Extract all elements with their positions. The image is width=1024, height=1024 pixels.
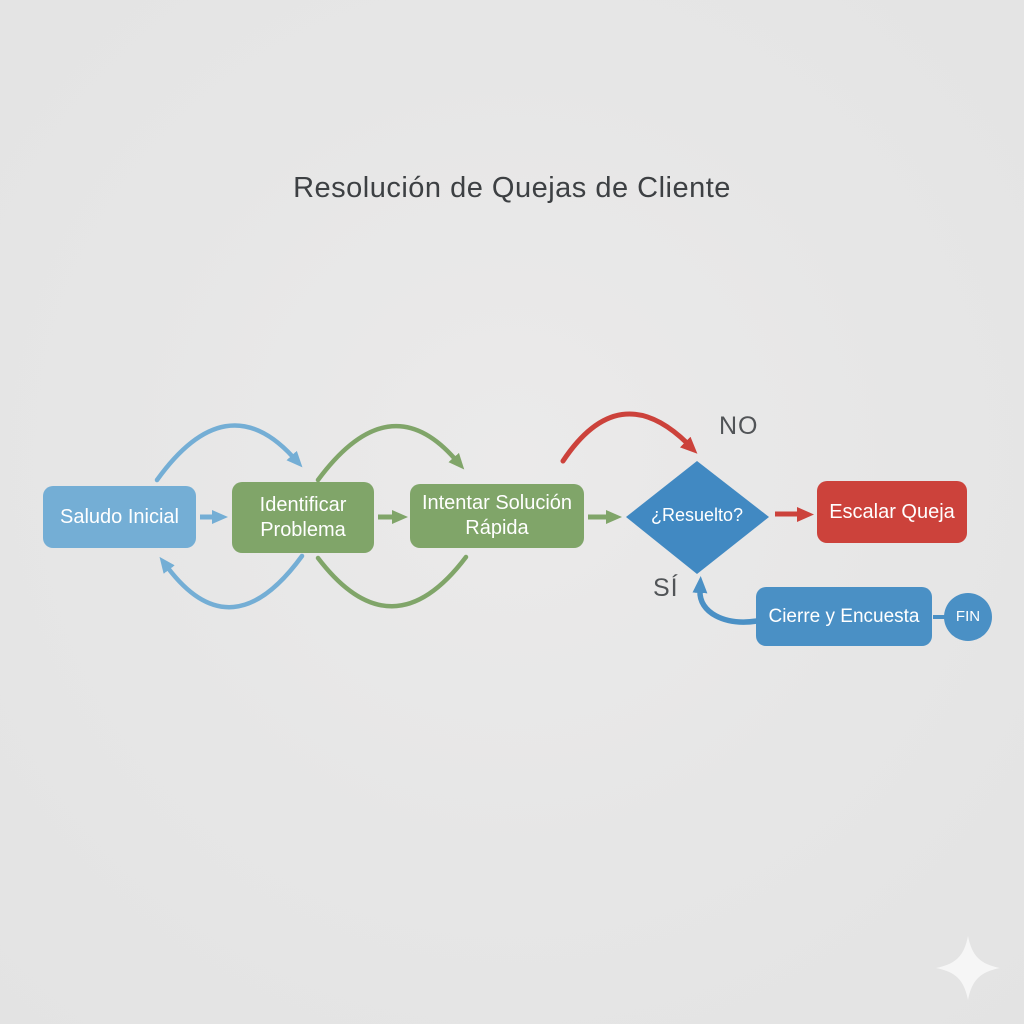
node-escalar-queja: Escalar Queja [817, 481, 967, 543]
node-escalar-queja-label: Escalar Queja [829, 500, 955, 523]
node-identificar-problema: Identificar Problema [232, 482, 374, 553]
edge-label-no: NO [719, 412, 759, 440]
node-saludo-inicial-label: Saludo Inicial [60, 505, 179, 528]
node-fin-label: FIN [955, 607, 981, 625]
arc-no-to-resuelto [560, 411, 698, 464]
arc-si-cierre-to-resuelto [692, 576, 760, 625]
arc-top-identificar-to-intentar [315, 423, 465, 483]
node-cierre-y-encuesta: Cierre y Encuesta [756, 587, 932, 646]
diagram-title: Resolución de Quejas de Cliente [293, 172, 731, 204]
node-identificar-problema-label: Identificar Problema [259, 493, 347, 541]
node-intentar-solucion-rapida: Intentar Solución Rápida [410, 484, 584, 548]
sparkle-icon [936, 936, 1000, 1000]
arc-top-saludo-to-identificar [154, 423, 303, 483]
arc-bottom-intentar-to-identificar [315, 554, 469, 609]
node-fin-terminator: FIN [944, 593, 992, 641]
node-resuelto-label: ¿Resuelto? [650, 505, 744, 525]
node-intentar-solucion-rapida-label: Intentar Solución Rápida [421, 492, 573, 539]
resuelto-diamond-shape [626, 461, 769, 574]
arc-bottom-identificar-to-saludo [159, 553, 305, 610]
edge-label-si: SÍ [653, 574, 679, 602]
node-saludo-inicial: Saludo Inicial [43, 486, 196, 548]
node-cierre-y-encuesta-label: Cierre y Encuesta [768, 605, 920, 627]
